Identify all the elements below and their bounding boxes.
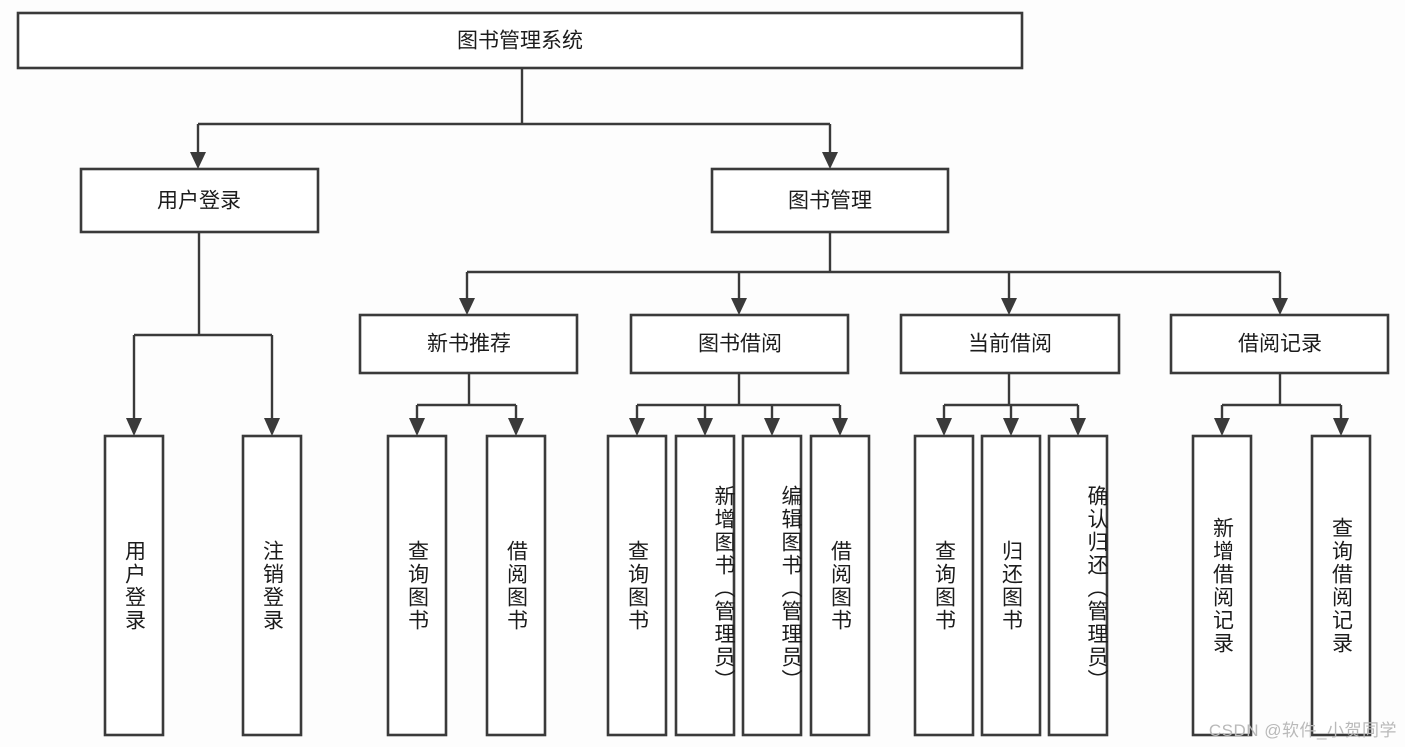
node-user-login-label: 用户登录 <box>157 190 241 213</box>
arrowhead-user-login-leaf-2 <box>264 418 280 436</box>
leaf-book-borrow-4-box[interactable] <box>809 434 871 737</box>
arrowhead-user-login-leaf-1 <box>126 418 142 436</box>
leaf-current-borrow-2-box[interactable] <box>980 434 1042 737</box>
arrowhead-borrow-record-leaf-2 <box>1333 418 1349 436</box>
node-borrow-record-box[interactable] <box>1169 313 1390 375</box>
arrowhead-borrow-record-leaf-1 <box>1214 418 1230 436</box>
leaf-new-book-1-box[interactable] <box>386 434 448 737</box>
arrowhead-book-borrow-leaf-4 <box>832 418 848 436</box>
arrowhead-level3-new-book <box>459 298 475 315</box>
node-current-borrow-label: 当前借阅 <box>968 333 1052 356</box>
node-borrow-record-label: 借阅记录 <box>1238 333 1322 356</box>
leaf-borrow-record-1-box[interactable] <box>1191 434 1253 737</box>
arrowhead-new-book-leaf-2 <box>508 418 524 436</box>
arrowhead-book-borrow-leaf-3 <box>764 418 780 436</box>
arrowhead-level3-book-borrow <box>731 298 747 315</box>
arrowhead-level3-current-borrow <box>1001 298 1017 315</box>
node-book-borrow-label: 图书借阅 <box>698 333 782 356</box>
watermark-text: CSDN @软件_小贺同学 <box>1208 721 1397 740</box>
node-book-manage-label: 图书管理 <box>788 190 872 213</box>
node-root-label: 图书管理系统 <box>457 30 583 53</box>
node-new-book-recommend-box[interactable] <box>358 313 579 375</box>
arrowhead-new-book-leaf-1 <box>409 418 425 436</box>
leaf-book-borrow-2-box[interactable] <box>674 434 736 737</box>
leaf-user-login-2-box[interactable] <box>241 434 303 737</box>
node-current-borrow-box[interactable] <box>899 313 1121 375</box>
leaf-book-borrow-1-box[interactable] <box>606 434 668 737</box>
leaf-new-book-2-box[interactable] <box>485 434 547 737</box>
leaf-user-login-1-box[interactable] <box>103 434 165 737</box>
leaf-current-borrow-3-box[interactable] <box>1047 434 1109 737</box>
arrowhead-current-borrow-leaf-1 <box>936 418 952 436</box>
arrowhead-root-to-book-manage <box>822 152 838 169</box>
arrowhead-book-borrow-leaf-2 <box>697 418 713 436</box>
arrowhead-root-to-user-login <box>190 152 206 169</box>
arrowhead-current-borrow-leaf-2 <box>1003 418 1019 436</box>
node-book-manage-box[interactable] <box>710 167 950 234</box>
node-root-box[interactable] <box>16 11 1024 70</box>
leaf-borrow-record-2-box[interactable] <box>1310 434 1372 737</box>
arrowhead-level3-borrow-record <box>1272 298 1288 315</box>
leaf-book-borrow-3-box[interactable] <box>741 434 803 737</box>
leaf-current-borrow-1-box[interactable] <box>913 434 975 737</box>
node-new-book-recommend-label: 新书推荐 <box>427 333 511 356</box>
arrowhead-book-borrow-leaf-1 <box>629 418 645 436</box>
arrowhead-current-borrow-leaf-3 <box>1070 418 1086 436</box>
node-book-borrow-box[interactable] <box>629 313 850 375</box>
